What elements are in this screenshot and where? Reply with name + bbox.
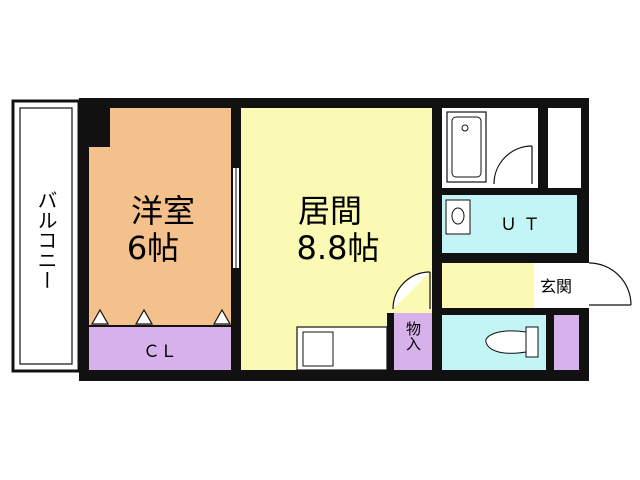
entrance-label: 玄関 xyxy=(540,277,572,296)
pipe-shaft xyxy=(548,108,581,188)
shoe-storage xyxy=(554,315,579,370)
storage-label: 物入 xyxy=(404,321,422,351)
utility-label: ＵＴ xyxy=(500,215,546,235)
western-room-size: 6帖 xyxy=(127,229,179,267)
balcony-label: バルコニー xyxy=(34,190,58,290)
western-room-corner-pillar xyxy=(83,103,110,147)
living-room-size: 8.8帖 xyxy=(297,229,380,267)
living-room-name: 居間 xyxy=(298,192,362,230)
living-door xyxy=(392,271,431,310)
balcony: バルコニー xyxy=(11,99,81,373)
closet-label: ＣＬ xyxy=(143,342,177,362)
bath-drain xyxy=(461,124,469,132)
closet xyxy=(89,327,231,370)
entrance-door xyxy=(579,262,632,308)
western-room-name: 洋室 xyxy=(131,192,195,230)
toilet-fixture xyxy=(485,326,539,358)
entrance xyxy=(534,263,579,308)
closet-door-triangles xyxy=(90,308,232,325)
bath-door xyxy=(493,145,533,185)
storage xyxy=(394,313,432,370)
western-room xyxy=(89,108,231,325)
washbasin xyxy=(445,199,471,235)
entrance-hall xyxy=(442,263,534,308)
sink xyxy=(302,331,334,367)
